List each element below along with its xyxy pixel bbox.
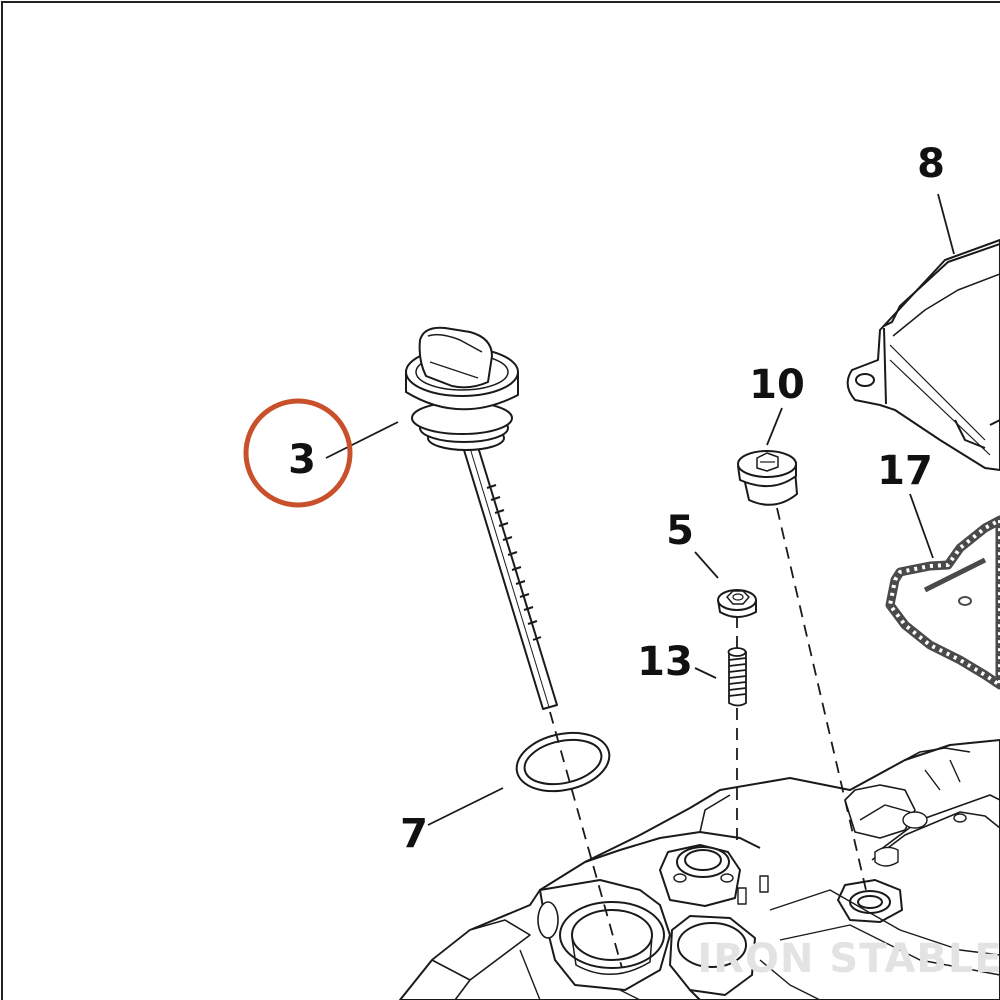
leader-7	[427, 787, 504, 826]
leader-lines	[325, 193, 955, 826]
leader-17	[909, 493, 934, 559]
part-17-gasket	[885, 515, 1000, 690]
watermark: IRON STABLE	[697, 936, 1000, 982]
callout-8: 8	[917, 141, 945, 187]
part-7-o-ring	[515, 731, 611, 793]
callout-13: 13	[637, 639, 693, 685]
dipstick-scale-marks	[486, 484, 542, 641]
part-5-nut	[717, 589, 757, 618]
callout-3: 3	[288, 437, 316, 483]
callout-5: 5	[666, 508, 694, 554]
leader-8	[937, 193, 955, 255]
cylinder-head-casting	[399, 739, 1000, 1000]
leader-5	[694, 551, 719, 579]
part-3-dipstick	[405, 326, 558, 710]
callout-7: 7	[400, 811, 428, 857]
part-10-plug	[737, 450, 798, 506]
part-13-stud	[727, 647, 747, 707]
assembly-centerlines	[549, 507, 867, 969]
highlight-ring	[243, 398, 353, 508]
callout-10: 10	[749, 362, 805, 408]
leader-13	[694, 667, 717, 679]
leader-3	[325, 421, 399, 459]
leader-10	[766, 407, 783, 446]
part-8-cover	[846, 239, 1000, 471]
callout-17: 17	[877, 448, 933, 494]
